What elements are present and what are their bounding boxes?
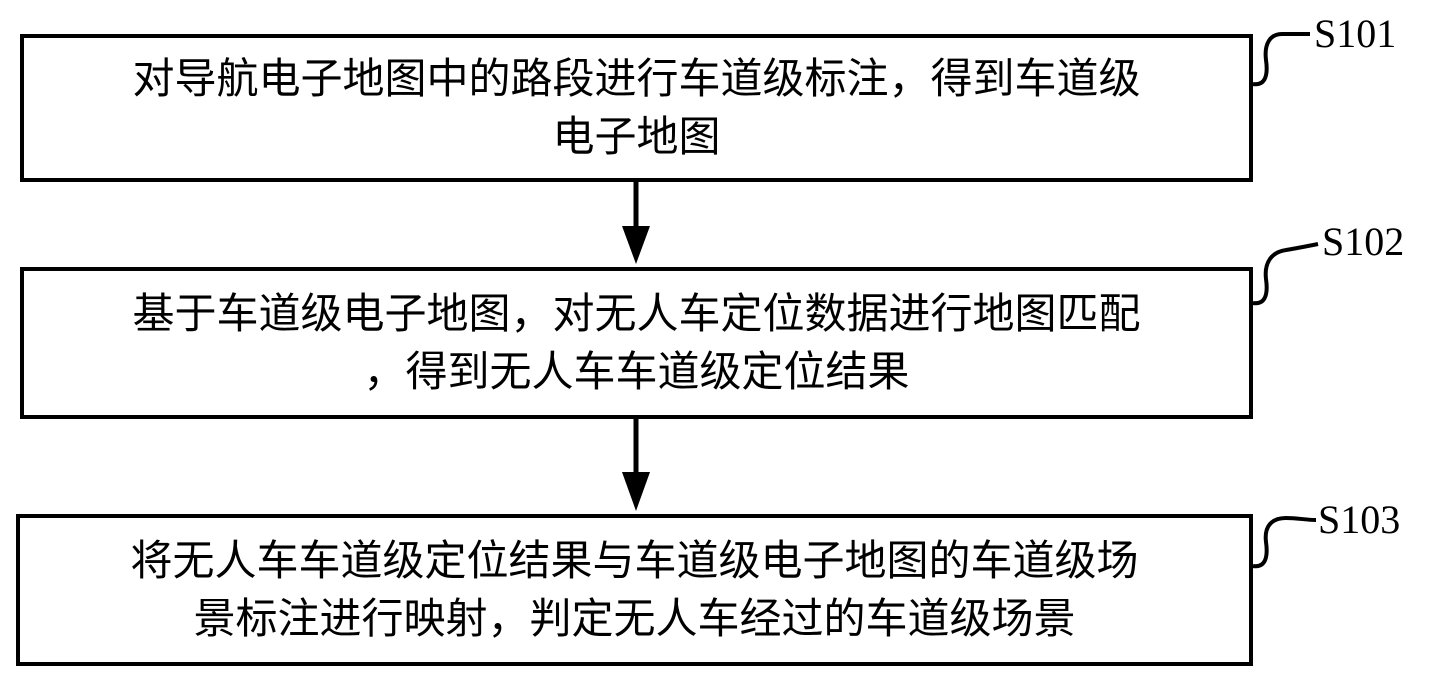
flow-arrow-1: [622, 182, 650, 264]
step-text-line: 基于车道级电子地图，对无人车定位数据进行地图匹配: [132, 289, 1141, 338]
step-text-line: 将无人车车道级定位结果与车道级电子地图的车道级场: [130, 536, 1139, 585]
step-label-s103: S103: [1318, 497, 1401, 542]
leader-squiggle-s102: [1252, 242, 1319, 306]
step-box-s101: 对导航电子地图中的路段进行车道级标注，得到车道级 电子地图: [20, 34, 1253, 182]
flow-arrow-2: [622, 419, 650, 511]
step-box-s102: 基于车道级电子地图，对无人车定位数据进行地图匹配 ，得到无人车车道级定位结果: [20, 267, 1253, 419]
step-text-line: 电子地图: [552, 112, 721, 161]
step-label-s101: S101: [1314, 11, 1397, 56]
step-label-s102: S102: [1322, 219, 1405, 264]
step-box-s103: 将无人车车道级定位结果与车道级电子地图的车道级场 景标注进行映射，判定无人车经过…: [16, 514, 1253, 666]
leader-squiggle-s103: [1252, 515, 1317, 569]
step-text-line: 对导航电子地图中的路段进行车道级标注，得到车道级: [132, 54, 1141, 103]
step-text-line: 景标注进行映射，判定无人车经过的车道级场景: [193, 594, 1076, 643]
step-text-line: ，得到无人车车道级定位结果: [363, 347, 910, 396]
leader-squiggle-s101: [1252, 32, 1310, 87]
